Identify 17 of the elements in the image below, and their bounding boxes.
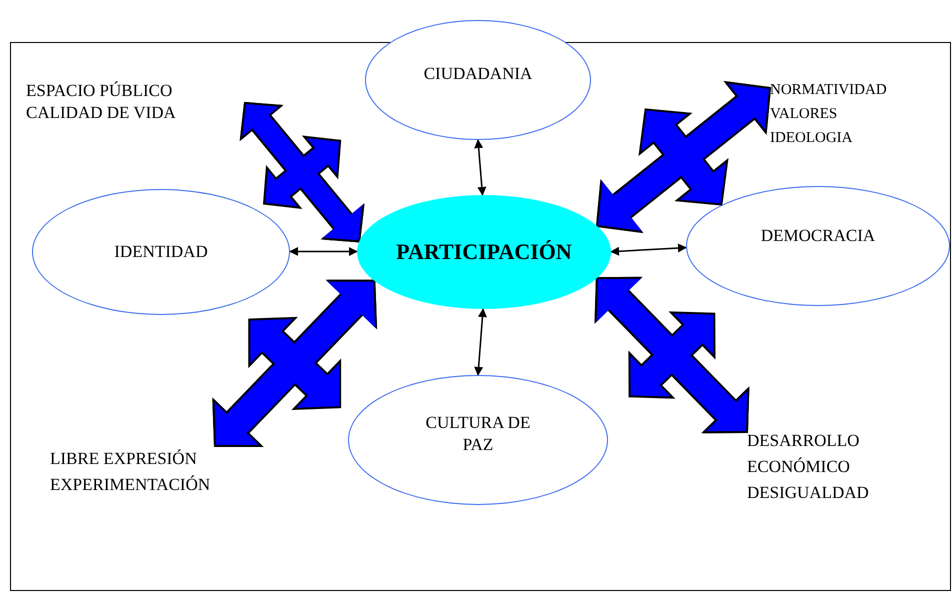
node-label: PARTICIPACIÓN xyxy=(396,241,572,263)
double-arrow xyxy=(289,246,358,256)
double-arrow xyxy=(610,244,687,256)
four-way-arrow xyxy=(594,276,750,434)
four-way-arrow xyxy=(596,80,772,234)
topic-label: ESPACIO PÚBLICO CALIDAD DE VIDA xyxy=(26,80,245,124)
four-way-arrow xyxy=(240,102,365,242)
node-label: CULTURA DE PAZ xyxy=(424,412,532,456)
double-arrow xyxy=(474,139,486,196)
four-way-arrow xyxy=(212,280,378,447)
double-arrow xyxy=(474,308,487,376)
node-label: CIUDADANIA xyxy=(424,63,532,85)
topic-label: LIBRE EXPRESIÓN EXPERIMENTACIÓN xyxy=(50,446,282,498)
node-label: IDENTIDAD xyxy=(114,241,208,263)
topic-label: NORMATIVIDAD VALORES IDEOLOGIA xyxy=(770,78,920,150)
topic-label: DESARROLLO ECONÓMICO DESIGUALDAD xyxy=(747,428,927,506)
node-label: DEMOCRACIA xyxy=(760,225,876,247)
